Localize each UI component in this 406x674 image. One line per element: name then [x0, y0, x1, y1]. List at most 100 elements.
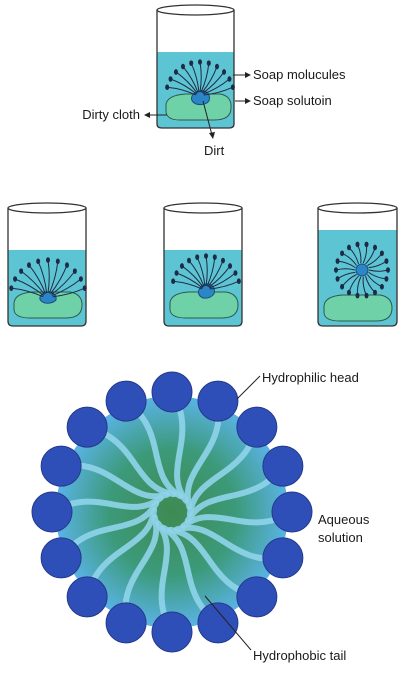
- micelle-head-2: [197, 380, 239, 422]
- top-molecule-2-tail: [170, 78, 197, 95]
- stage-1-molecule-9-tail: [51, 270, 76, 295]
- dirty-cloth-arrowhead: [144, 112, 150, 118]
- stage-1-molecule-11-tail: [52, 287, 85, 298]
- stage-2-molecule-11-tail: [209, 280, 240, 290]
- top-molecule-10-head: [227, 76, 232, 82]
- micelle-head-16: [105, 380, 147, 422]
- stage-1-cloth: [13, 291, 83, 319]
- top-callouts: Soap molucules Soap solutoin Dirty cloth…: [82, 67, 346, 158]
- micelle-head-8: [197, 602, 239, 644]
- stage-2-molecule-1-tail: [173, 280, 203, 290]
- stage-2-molecule-10-head: [233, 270, 238, 276]
- micelle-head-4: [262, 445, 304, 487]
- stage-beaker-1: [7, 202, 87, 327]
- stage-3-molecule-3-head: [379, 283, 384, 290]
- top-soap-molecules: [165, 59, 235, 96]
- hydrophobic-tail-label: Hydrophobic tail: [253, 648, 346, 663]
- stage-1-molecule-3-head: [19, 268, 24, 274]
- dirt-arrow: [202, 100, 213, 136]
- stage-3-molecule-13-head: [347, 244, 351, 251]
- top-molecule-6-head: [198, 59, 202, 65]
- stage-3-molecule-1-head: [386, 267, 390, 273]
- stage-2-molecule-4-tail: [188, 260, 205, 287]
- micelle-head-10: [105, 602, 147, 644]
- stage-3-molecule-4-head: [373, 289, 377, 296]
- stage-2-molecule-11-head: [236, 278, 241, 285]
- stage-beaker-3: [317, 202, 398, 327]
- hydrophobic-tail-pointer: [204, 595, 252, 651]
- top-molecule-2-head: [168, 76, 173, 82]
- micelle-head-14: [40, 445, 82, 487]
- stage-1-molecule-9-head: [72, 268, 77, 274]
- dirt-arrowhead: [209, 132, 215, 139]
- micelle-head-9: [151, 611, 193, 653]
- stage-1-glass: [7, 208, 87, 327]
- micelle-head-7: [236, 576, 278, 618]
- stage-2-molecule-2-tail: [176, 272, 203, 289]
- stage-3-molecule-8-head: [340, 283, 345, 290]
- stage-1-molecule-1-head: [9, 285, 14, 291]
- top-molecule-4-tail: [182, 66, 199, 93]
- dirty-cloth-label: Dirty cloth: [82, 107, 140, 122]
- micelle-head-5: [271, 491, 313, 533]
- stage-3-molecule-2-head: [384, 276, 389, 282]
- micelle-head-15: [66, 406, 108, 448]
- top-molecule-1-head: [165, 84, 170, 91]
- stage-1-soap-molecules: [9, 257, 87, 298]
- hydrophilic-head-label: Hydrophilic head: [262, 370, 359, 385]
- stage-1-molecule-1-tail: [11, 287, 44, 298]
- stage-3-molecule-11-head: [335, 258, 340, 264]
- stage-1-molecule-7-tail: [48, 261, 59, 294]
- stage-2-molecule-10-tail: [209, 272, 236, 289]
- top-molecule-5-head: [189, 60, 194, 66]
- stage-1-molecule-11-head: [82, 285, 87, 291]
- stage-beaker-2: [163, 202, 243, 327]
- stage-1-molecule-4-tail: [28, 264, 46, 294]
- stage-2-cloth: [169, 291, 239, 319]
- micelle-head-13: [31, 491, 73, 533]
- soap-solution-label: Soap solutoin: [253, 93, 332, 108]
- stage-2-molecule-3-head: [179, 263, 184, 269]
- micelle-head-1: [151, 371, 193, 413]
- stage-1-molecule-4-head: [27, 262, 31, 268]
- micelle-core: [56, 396, 288, 628]
- micelle: [31, 371, 313, 653]
- top-molecule-8-head: [215, 63, 219, 70]
- stage-3-cloth: [323, 294, 393, 322]
- stage-2-glass: [163, 208, 243, 327]
- top-molecule-4-head: [181, 63, 185, 70]
- stage-1-molecule-2-head: [13, 276, 18, 282]
- top-molecule-11-tail: [203, 86, 234, 96]
- stage-3-molecule-17-head: [379, 250, 384, 257]
- stage-1-molecule-7-head: [55, 258, 60, 265]
- stage-3-molecule-6-head: [355, 292, 360, 299]
- stage-1-molecule-8-head: [65, 262, 69, 268]
- stage-2-molecule-5-head: [195, 254, 200, 260]
- top-beaker-rim: [156, 4, 235, 16]
- stage-2-molecule-1-head: [171, 278, 176, 285]
- stage-3-rim: [317, 202, 398, 214]
- stage-1-rim: [7, 202, 87, 214]
- micelle-callouts: Hydrophilic head Aqueous solution Hydrop…: [204, 370, 370, 663]
- top-dirty-cloth: [165, 93, 232, 121]
- top-molecule-10-tail: [203, 78, 230, 95]
- stage-3-molecule-5-head: [364, 292, 369, 299]
- soap-molecules-arrowhead: [245, 72, 251, 78]
- stage-1-molecule-6-head: [46, 257, 50, 263]
- stage-3-molecule-18-head: [384, 258, 389, 264]
- stage-2-rim: [163, 202, 243, 214]
- micelle-head-3: [236, 406, 278, 448]
- soap-solution-arrowhead: [245, 98, 251, 104]
- stage-3-molecule-7-head: [347, 289, 351, 296]
- aqueous-solution-label-line2: solution: [318, 530, 363, 545]
- stage-1-molecule-10-head: [78, 276, 83, 282]
- stage-2-molecule-8-head: [221, 257, 225, 264]
- stage-3-molecule-14-head: [355, 241, 360, 248]
- stage-3-molecule-15-head: [364, 241, 369, 248]
- micelle-head-12: [40, 537, 82, 579]
- stage-2-molecule-7-head: [212, 254, 217, 260]
- top-beaker: [156, 4, 235, 129]
- stage-1-molecule-10-tail: [52, 278, 82, 296]
- top-molecule-3-head: [173, 69, 178, 75]
